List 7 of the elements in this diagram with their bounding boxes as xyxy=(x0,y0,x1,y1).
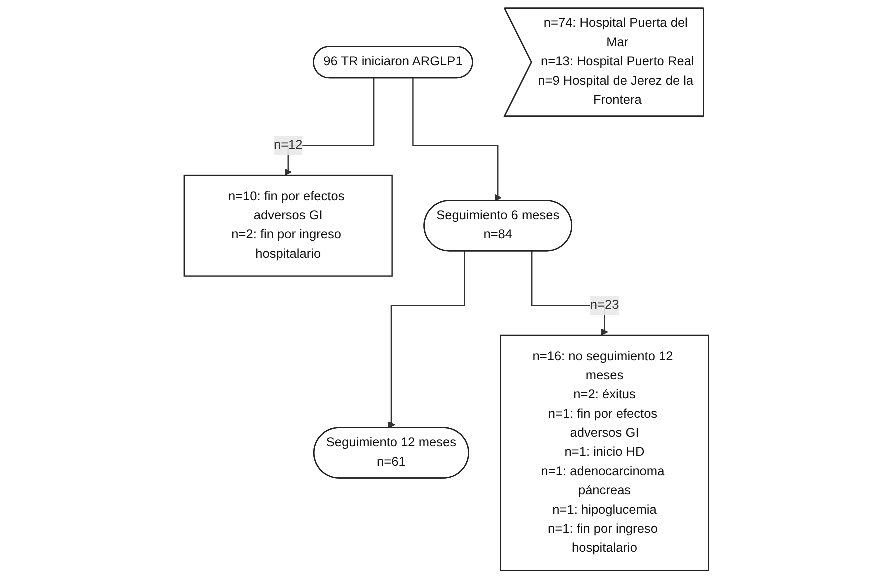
edge-label: n=23 xyxy=(590,298,620,312)
arrow xyxy=(412,78,502,202)
node-box xyxy=(184,174,393,277)
flowchart: n=12 n=23 96 TR iniciaron ARGLP1 n=74: Hospital Puerta del Mar n=13: Hospital Puerto Real n=9 Hospital de Jerez de la Frontera n=10: fin por efectos adversos GI n=2: fin por ingreso hospitalario Seguimiento 6 meses n=84 n=16: no seguimiento 12 meses n=2: éxitus n=1: fin por efectos adversos GI n=1: inicio HD n=1: adenocarcinoma páncreas n=1: hipoglucemia n=1: fin por ingreso hospitalario Seguimiento 12 meses n=61 xyxy=(178,2,716,577)
edge-label: n=12 xyxy=(274,138,303,152)
node-box xyxy=(500,334,710,572)
arrow xyxy=(388,252,466,429)
